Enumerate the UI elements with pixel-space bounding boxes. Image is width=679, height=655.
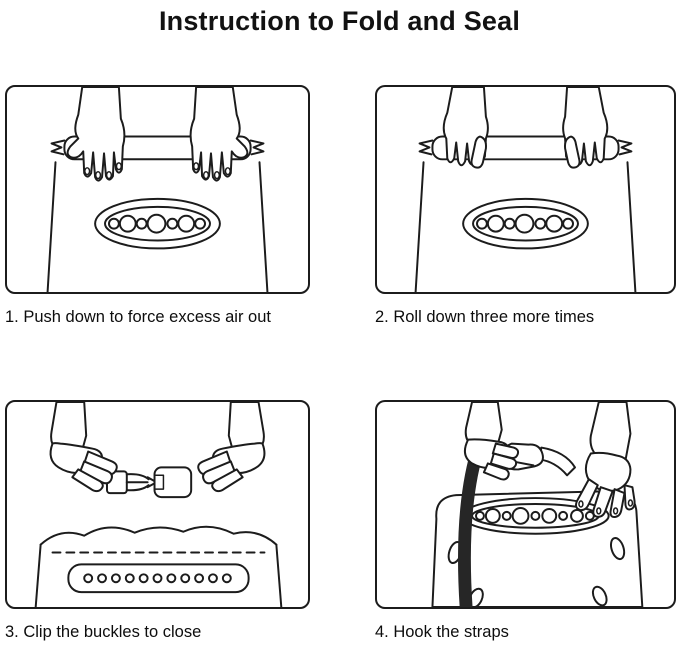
step-2-illustration	[414, 87, 637, 292]
step-1-caption: 1. Push down to force excess air out	[5, 308, 271, 326]
step-3: 3. Clip the buckles to close	[5, 400, 310, 642]
step-4-panel	[375, 400, 676, 609]
bag-icon	[34, 525, 283, 607]
right-hand-icon	[197, 402, 266, 493]
right-hand-icon	[189, 87, 249, 182]
bag-icon	[46, 135, 269, 292]
left-hand-icon	[463, 402, 520, 481]
step-2-panel	[375, 85, 676, 294]
left-hand-icon	[49, 402, 118, 493]
seal-emblem-icon	[94, 197, 221, 250]
steps-grid: 1. Push down to force excess air out	[0, 37, 679, 642]
step-4: 4. Hook the straps	[375, 400, 676, 642]
step-3-panel	[5, 400, 310, 609]
step-1-panel	[5, 85, 310, 294]
right-hand-icon	[575, 402, 636, 518]
instruction-page: Instruction to Fold and Seal	[0, 6, 679, 642]
seal-dots-icon	[83, 573, 232, 584]
page-title: Instruction to Fold and Seal	[158, 6, 521, 36]
male-buckle-icon	[106, 470, 158, 495]
step-4-caption: 4. Hook the straps	[375, 623, 509, 641]
side-tab-icon	[591, 585, 608, 607]
side-tab-icon	[610, 537, 626, 561]
step-3-illustration	[34, 402, 283, 607]
female-buckle-icon	[153, 466, 193, 499]
rolled-top-icon	[67, 563, 250, 594]
step-2: 2. Roll down three more times	[375, 85, 676, 327]
left-hand-icon	[66, 87, 126, 182]
seal-emblem-icon	[462, 197, 589, 250]
step-3-caption: 3. Clip the buckles to close	[5, 623, 202, 641]
step-1: 1. Push down to force excess air out	[5, 85, 310, 327]
left-hand-icon	[442, 87, 489, 169]
step-4-illustration	[431, 402, 644, 607]
right-hand-icon	[562, 87, 609, 169]
step-2-caption: 2. Roll down three more times	[375, 308, 595, 326]
step-1-illustration	[46, 87, 269, 292]
